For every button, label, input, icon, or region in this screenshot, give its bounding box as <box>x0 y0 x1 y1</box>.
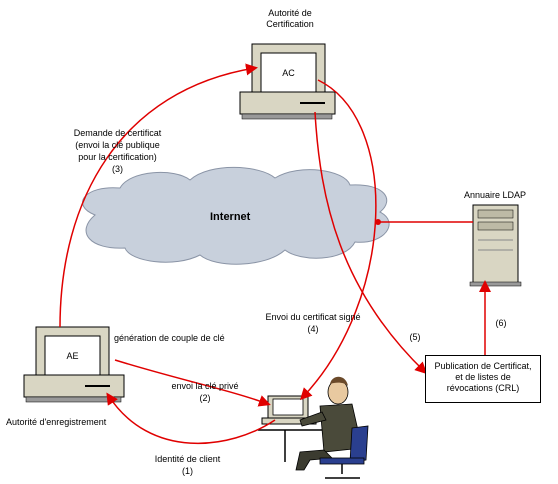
crl-publication-box: Publication de Certificat, et de listes … <box>425 355 541 403</box>
arrow-3 <box>59 63 258 328</box>
crl-line2: et de listes de <box>455 372 511 382</box>
arrow-4 <box>299 79 377 401</box>
ac-computer <box>239 43 336 120</box>
arrow-3-label-line1: Demande de certificat <box>73 128 162 138</box>
arrow-5-label: (5) <box>409 332 421 342</box>
arrow-3-label-line4: (3) <box>112 164 123 174</box>
arrow-1 <box>106 392 276 445</box>
ldap-server <box>469 204 522 287</box>
arrow-3-label-line2: (envoi la clé publique <box>75 140 160 150</box>
arrow-5 <box>314 111 428 375</box>
client-workstation <box>258 376 369 479</box>
ae-title: Autorité d'enregistrement <box>6 417 107 427</box>
ac-title-line2: Certification <box>266 19 314 29</box>
arrow-3-label-line3: pour la certification) <box>78 152 157 162</box>
internet-label: Internet <box>210 211 251 223</box>
ldap-title: Annuaire LDAP <box>463 190 527 200</box>
arrow-1-label-line1: Identité de client <box>154 454 221 464</box>
crl-line1: Publication de Certificat, <box>434 361 532 371</box>
arrow-4-label-line1: Envoi du certificat signé <box>265 312 361 322</box>
arrow-2-label-line2: (2) <box>199 393 211 403</box>
arrow-6-label: (6) <box>495 318 507 328</box>
ac-title-line1: Autorité de <box>268 8 312 18</box>
arrow-4-label-line2: (4) <box>307 324 319 334</box>
ae-computer <box>23 326 125 403</box>
arrow-2 <box>114 359 271 407</box>
arrows <box>59 63 491 445</box>
crl-line3: révocations (CRL) <box>446 383 520 393</box>
internet-cloud <box>82 166 390 265</box>
ae-keygen-label: génération de couple de clé <box>114 333 225 343</box>
ac-screen-label: AC <box>282 68 295 78</box>
arrow-2-label-line1: envoi la clé privé <box>171 381 239 391</box>
arrow-1-label-line2: (1) <box>182 466 193 476</box>
ae-screen-label: AE <box>66 351 79 361</box>
